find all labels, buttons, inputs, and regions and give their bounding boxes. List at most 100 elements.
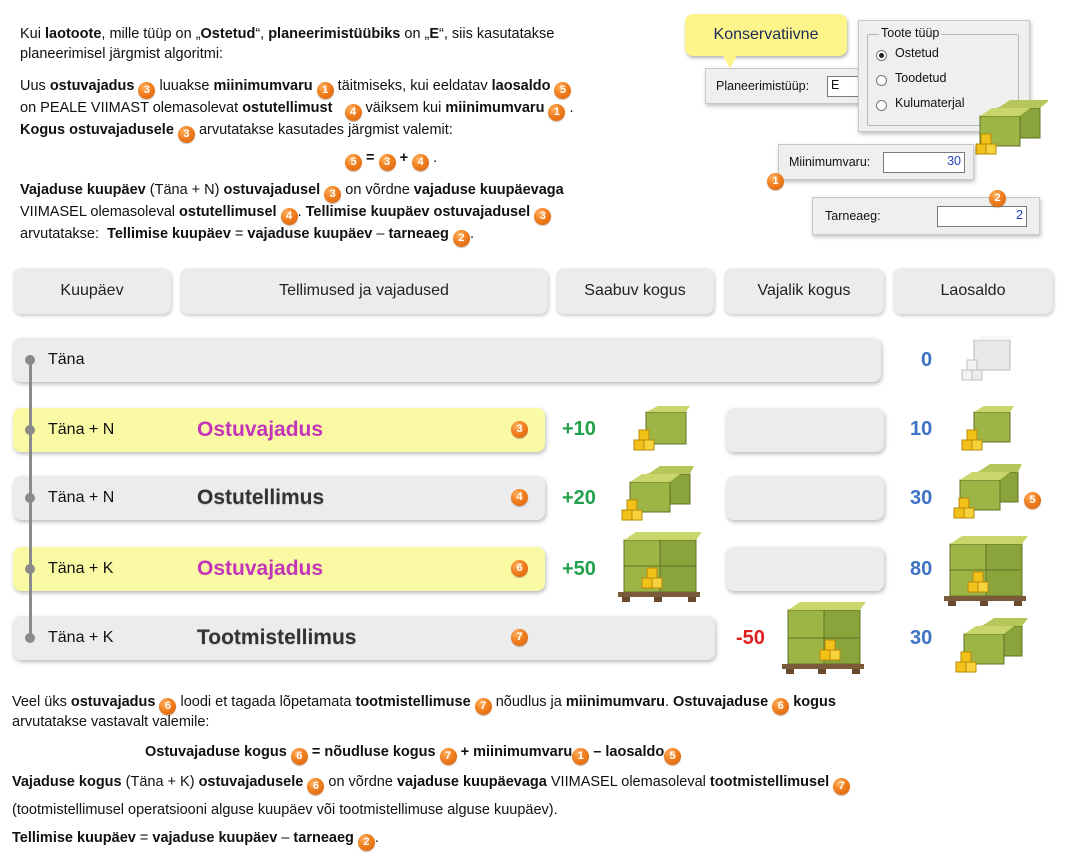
badge-6: 6 <box>772 698 790 715</box>
badge-1: 1 <box>572 748 590 765</box>
incoming-value: +10 <box>562 418 596 440</box>
timeline-dot <box>25 493 35 503</box>
row-date: Täna + N <box>48 421 115 438</box>
lead-time-dialog: Tarneaeg: 2 <box>812 197 1040 235</box>
min-stock-field[interactable]: 30 <box>883 152 965 173</box>
row-name: Ostuvajadus <box>197 418 324 441</box>
badge-6: 6 <box>290 748 308 765</box>
conservative-callout: Konservatiivne <box>685 14 847 56</box>
row-name: Ostutellimus <box>197 486 325 509</box>
badge-5: 5 <box>554 82 572 99</box>
box-stack-icon <box>621 466 694 521</box>
badge-5: 5 <box>664 748 682 765</box>
stock-value: 0 <box>921 349 933 371</box>
row-name: Ostuvajadus <box>197 557 324 580</box>
badge-3: 3 <box>378 154 396 171</box>
radio-ostetud[interactable] <box>876 50 887 61</box>
planning-type-dialog: Planeerimistüüp: E <box>705 68 875 104</box>
intro-line-1: Kui laotoote, mille tüüp on „Ostetud“, p… <box>20 26 555 42</box>
row-date: Täna + K <box>48 629 114 646</box>
timeline-dot <box>25 564 35 574</box>
badge-6: 6 <box>511 560 528 577</box>
required-box-1 <box>726 408 884 452</box>
header-orders: Tellimused ja vajadused <box>180 268 548 314</box>
intro-line-9: arvutatakse: Tellimise kuupäev = vajadus… <box>20 224 474 247</box>
intro-line-4: on PEALE VIIMAST olemasolevat ostutellim… <box>20 98 574 121</box>
box-icon <box>961 406 1014 451</box>
lead-time-field[interactable]: 2 <box>937 206 1027 227</box>
min-stock-label: Miinimumvaru: <box>789 155 871 169</box>
stock-value: 30 <box>910 487 933 509</box>
badge-1: 1 <box>316 82 334 99</box>
outro-line-4: Vajaduse kogus (Täna + K) ostuvajadusele… <box>12 772 851 795</box>
row-name: Tootmistellimus <box>197 626 357 649</box>
header-required: Vajalik kogus <box>724 268 884 314</box>
planning-type-label: Planeerimistüüp: <box>716 79 810 93</box>
row-production-order: Täna + K Tootmistellimus 7 <box>13 616 715 660</box>
box-icon <box>633 406 690 451</box>
lead-time-label: Tarneaeg: <box>825 209 881 223</box>
pallet-boxes-icon <box>944 536 1028 606</box>
incoming-value: +20 <box>562 487 596 509</box>
timeline-dot <box>25 425 35 435</box>
badge-3: 3 <box>534 208 552 225</box>
badge-6: 6 <box>159 698 177 715</box>
badge-7: 7 <box>439 748 457 765</box>
badge-7: 7 <box>833 778 851 795</box>
badge-5: 5 <box>345 154 362 171</box>
empty-box-icon <box>961 336 1014 381</box>
outro-line-1: Veel üks ostuvajadus 6 loodi et tagada l… <box>12 692 836 715</box>
badge-7: 7 <box>511 629 528 646</box>
badge-4: 4 <box>344 104 362 121</box>
row-date: Täna <box>48 351 85 368</box>
badge-1: 1 <box>548 104 566 121</box>
badge-3: 3 <box>324 186 342 203</box>
row-date: Täna + K <box>48 560 114 577</box>
outro-line-5: (tootmistellimusel operatsiooni alguse k… <box>12 802 558 818</box>
badge-4: 4 <box>280 208 298 225</box>
badge-3: 3 <box>511 421 528 438</box>
row-purchase-need-2: Täna + K Ostuvajadus 6 <box>13 547 545 591</box>
header-incoming: Saabuv kogus <box>556 268 714 314</box>
min-stock-dialog: Miinimumvaru: 30 <box>778 144 974 180</box>
radio-toodetud[interactable] <box>876 75 887 86</box>
stock-value: 10 <box>910 418 933 440</box>
header-stock: Laosaldo <box>893 268 1053 314</box>
radio-kulumaterjal[interactable] <box>876 100 887 111</box>
badge-2: 2 <box>357 834 375 851</box>
outro-formula: Ostuvajaduse kogus 6 = nõudluse kogus 7 … <box>145 742 682 765</box>
badge-4: 4 <box>511 489 528 506</box>
radio-ostetud-label: Ostetud <box>895 46 939 60</box>
outro-line-2: arvutatakse vastavalt valemile: <box>12 714 210 730</box>
box-stack-icon <box>953 464 1022 519</box>
outro-line-6: Tellimise kuupäev = vajaduse kuupäev – t… <box>12 828 379 851</box>
stock-value: 30 <box>910 627 933 649</box>
badge-7: 7 <box>474 698 492 715</box>
intro-line-7: Vajaduse kuupäev (Täna + N) ostuvajaduse… <box>20 180 564 203</box>
header-date: Kuupäev <box>13 268 171 314</box>
badge-6: 6 <box>307 778 325 795</box>
intro-line-8: VIIMASEL olemasoleval ostutellimusel 4. … <box>20 202 552 225</box>
row-date: Täna + N <box>48 489 115 506</box>
intro-line-2: planeerimisel järgmist algoritmi: <box>20 46 224 62</box>
required-box-3 <box>726 547 884 591</box>
intro-line-5: Kogus ostuvajadusele 3 arvutatakse kasut… <box>20 120 453 143</box>
callout-tail <box>722 54 738 68</box>
box-stack-graphic <box>975 100 1048 155</box>
incoming-value: +50 <box>562 558 596 580</box>
intro-formula: 5 = 3 + 4 . <box>345 148 437 171</box>
badge-3: 3 <box>177 126 195 143</box>
badge-3: 3 <box>138 82 156 99</box>
pallet-boxes-icon <box>618 532 702 602</box>
badge-2: 2 <box>452 230 470 247</box>
product-type-legend: Toote tüüp <box>879 26 942 40</box>
badge-4: 4 <box>412 154 430 171</box>
badge-5: 5 <box>1024 492 1041 509</box>
required-value: -50 <box>736 627 765 649</box>
badge-2: 2 <box>989 190 1006 207</box>
badge-1: 1 <box>767 173 784 190</box>
row-purchase-order: Täna + N Ostutellimus 4 <box>13 476 545 520</box>
box-stack-icon <box>975 100 1048 155</box>
stock-value: 80 <box>910 558 933 580</box>
intro-line-3: Uus ostuvajadus 3 luuakse miinimumvaru 1… <box>20 76 572 99</box>
